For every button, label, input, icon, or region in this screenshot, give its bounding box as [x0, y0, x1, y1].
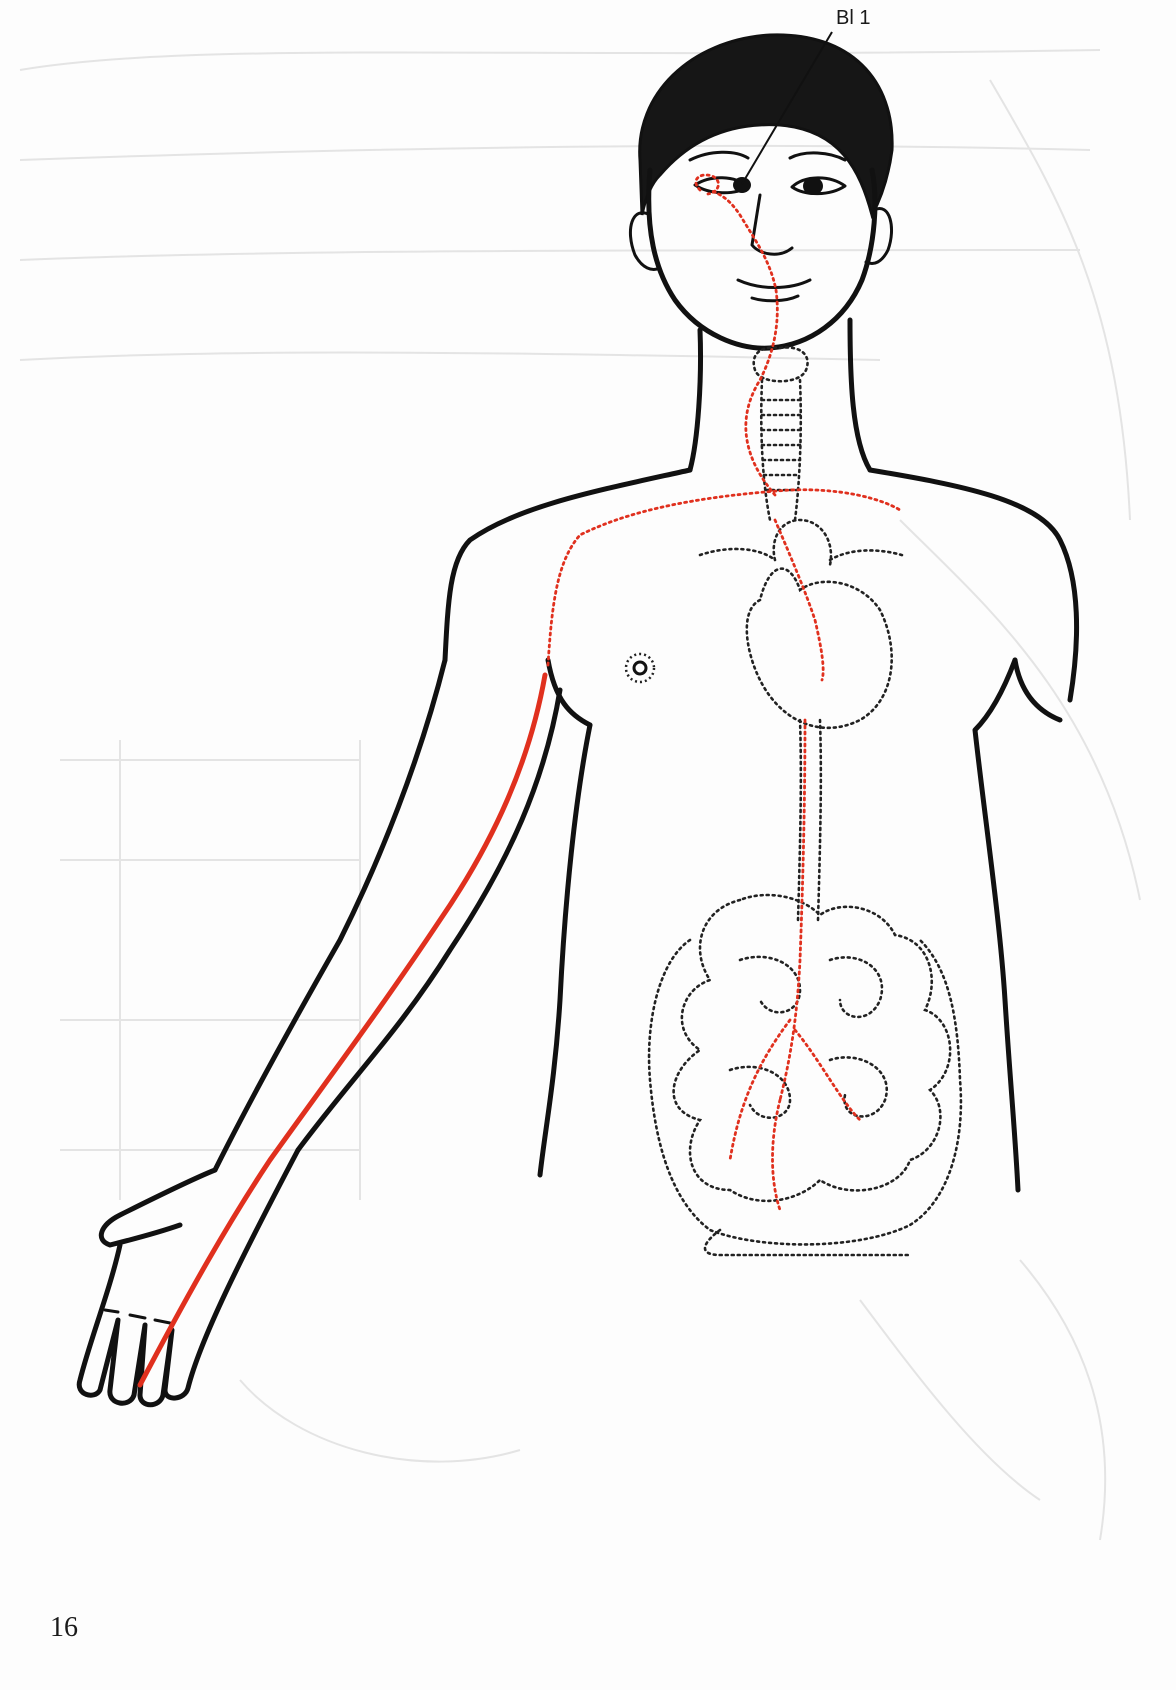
left-eyebrow: [690, 152, 748, 160]
right-pupil: [803, 177, 823, 195]
torso-right: [975, 660, 1018, 1190]
face-outline: [649, 170, 875, 348]
left-pupil: [733, 177, 751, 193]
page-number: 16: [50, 1612, 78, 1644]
meridian-path: [140, 175, 900, 1385]
meridian-shoulder-dotted: [548, 490, 900, 665]
body-outline: [79, 320, 1076, 1405]
fingernails: [105, 1310, 170, 1323]
left-arm-outer: [215, 660, 445, 1170]
hand-palm: [101, 1170, 215, 1245]
neck-left: [690, 330, 701, 470]
descending-colon: [705, 1230, 910, 1255]
heart: [747, 569, 892, 728]
right-shoulder: [870, 470, 1077, 700]
target-ring-icon: [626, 654, 654, 682]
trachea-rings: [762, 400, 800, 490]
lower-lip: [752, 296, 798, 301]
small-intestine: [674, 895, 951, 1201]
intestine-coils: [730, 957, 887, 1118]
meridian-heart-branch: [775, 520, 823, 680]
point-label: Bl 1: [836, 7, 870, 29]
right-eyebrow: [790, 153, 845, 160]
large-intestine: [649, 940, 961, 1244]
meridian-arm-solid: [140, 675, 545, 1385]
head: [630, 35, 892, 348]
neck-right: [850, 320, 870, 470]
meridian-neck-dotted: [710, 190, 777, 495]
left-shoulder: [445, 470, 690, 660]
hair: [640, 35, 892, 215]
heart-vessels: [774, 520, 831, 565]
torso-left: [540, 725, 590, 1175]
hand-fingers: [79, 1150, 298, 1405]
meridian-intestine-branches: [730, 1020, 860, 1210]
clavicles: [700, 549, 905, 560]
